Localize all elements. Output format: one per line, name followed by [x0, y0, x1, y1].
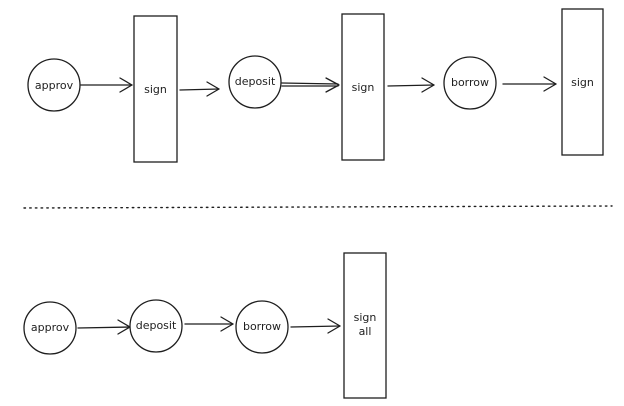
bottom-approv-node: approv [23, 301, 77, 355]
bottom-arrow-approv-to-deposit [77, 319, 131, 335]
bottom-sign-all-label-line2: all [359, 325, 372, 338]
bottom-sign-all-label-line1: sign [354, 311, 377, 324]
top-arrow-borrow-to-sign [502, 76, 557, 92]
top-sign-3-label: sign [571, 76, 594, 89]
bottom-flow: approv deposit borrow s [23, 252, 387, 399]
top-sign-box-1: sign [133, 15, 178, 163]
top-sign-1-label: sign [144, 83, 167, 96]
bottom-deposit-node: deposit [129, 299, 183, 353]
top-arrow-approv-to-sign [80, 77, 133, 93]
top-flow: approv sign deposit [27, 8, 604, 163]
bottom-deposit-label: deposit [136, 319, 177, 332]
bottom-sign-all-box: sign all [343, 252, 387, 399]
top-approv-label: approv [35, 79, 74, 92]
section-divider [23, 205, 613, 209]
top-sign-2-label: sign [352, 81, 375, 94]
top-approv-node: approv [27, 58, 81, 112]
bottom-arrow-deposit-to-borrow [184, 316, 234, 332]
top-borrow-node: borrow [443, 56, 497, 110]
top-arrow-sign-to-borrow [387, 77, 435, 93]
top-arrow-sign-to-deposit [179, 81, 220, 97]
bottom-borrow-label: borrow [243, 320, 281, 333]
bottom-arrow-borrow-to-sign-all [290, 318, 341, 334]
top-arrow-deposit-to-sign [281, 77, 340, 93]
top-sign-box-3: sign [561, 8, 604, 156]
bottom-approv-label: approv [31, 321, 70, 334]
bottom-borrow-node: borrow [235, 300, 289, 354]
top-borrow-label: borrow [451, 76, 489, 89]
top-deposit-node: deposit [228, 55, 282, 109]
top-sign-box-2: sign [341, 13, 385, 161]
top-deposit-label: deposit [235, 75, 276, 88]
